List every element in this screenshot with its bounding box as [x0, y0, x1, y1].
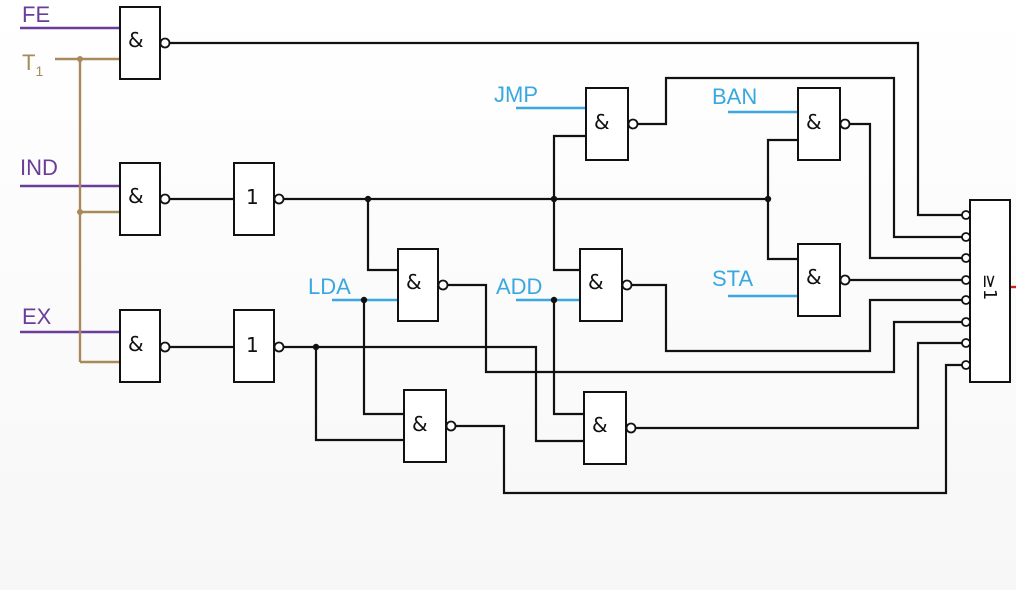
gate-body: [969, 199, 1011, 383]
gate-body: [585, 87, 629, 161]
fe-label: FE: [22, 2, 50, 27]
and-symbol: &: [406, 270, 422, 294]
or-gate-ex: 1: [233, 309, 285, 383]
junction-dot: [764, 195, 772, 203]
inverter-bubble: [839, 274, 851, 286]
add-label: ADD: [496, 274, 542, 299]
or-symbol: 1: [246, 333, 259, 357]
gate-body: [797, 243, 841, 317]
and-gate-ban: &: [797, 87, 851, 161]
wire-lower-left-out: [454, 363, 966, 495]
wire-fe-out: [168, 41, 966, 217]
or-gate-ind: 1: [233, 162, 285, 236]
and-gate-sta: &: [797, 243, 851, 317]
t1-label-sub: 1: [35, 63, 43, 79]
gate-body: [403, 389, 447, 463]
junction-dot: [312, 343, 320, 351]
and-symbol: &: [128, 332, 144, 356]
inverter-bubble: [625, 422, 637, 434]
and-symbol: &: [588, 270, 604, 294]
and-symbol: &: [592, 413, 608, 437]
wire-lda-down: [362, 300, 406, 416]
output-or-gate: ≥1: [961, 199, 1011, 383]
wire-add-down: [552, 300, 584, 416]
and-gate-lower-left: &: [403, 389, 457, 463]
wire-ind-to-ban: [766, 138, 798, 199]
input-bubble: [961, 210, 971, 220]
junction-dots: [312, 195, 772, 351]
t1-junction: [77, 209, 83, 215]
and-gate-jmp: &: [585, 87, 639, 161]
and-gate-fe: &: [119, 6, 171, 80]
internal-wires: [168, 41, 1016, 495]
or-symbol: 1: [246, 185, 259, 209]
input-bubble: [961, 338, 971, 348]
wire-add-out: [630, 283, 966, 353]
ex-label: EX: [22, 304, 52, 329]
jmp-label: JMP: [494, 82, 538, 107]
inverter-bubble: [159, 37, 171, 49]
and-symbol: &: [806, 110, 822, 134]
wire-ind-to-add: [552, 199, 580, 272]
wire-lower-right-out: [634, 341, 966, 430]
and-symbol: &: [594, 110, 610, 134]
ind-label: IND: [20, 155, 58, 180]
wire-ex-bus: [282, 345, 406, 442]
inverter-bubble: [445, 420, 457, 432]
input-bubble: [961, 360, 971, 370]
input-bubble: [961, 253, 971, 263]
inverter-bubble: [273, 193, 285, 205]
wire-ban-out: [848, 122, 966, 260]
wire-ex-to-lower: [316, 345, 584, 443]
t1-label-main: T: [22, 50, 35, 75]
gate-body: [119, 309, 161, 383]
input-bubble: [961, 317, 971, 327]
junction-dot: [550, 195, 558, 203]
wire-lda-out: [446, 283, 966, 374]
inverter-bubble: [159, 341, 171, 353]
gate-body: [233, 309, 275, 383]
input-bubble: [961, 295, 971, 305]
gate-body: [797, 87, 841, 161]
ban-label: BAN: [712, 84, 757, 109]
inverter-bubble: [621, 279, 633, 291]
gate-body: [119, 162, 161, 236]
and-gate-lda: &: [397, 248, 449, 322]
lda-label: LDA: [308, 274, 351, 299]
and-gate-ex: &: [119, 309, 171, 383]
and-gate-ind: &: [119, 162, 171, 236]
and-gate-add: &: [579, 248, 633, 322]
junction-dot: [364, 195, 372, 203]
wire-ind-to-lda: [366, 199, 398, 272]
and-symbol: &: [128, 28, 144, 52]
junction-dot: [360, 296, 368, 304]
input-bubble: [961, 232, 971, 242]
input-bubble: [961, 275, 971, 285]
input-lines: [20, 26, 120, 364]
inverter-bubble: [839, 118, 851, 130]
and-symbol: &: [806, 265, 822, 289]
gate-body: [119, 6, 161, 80]
junction-dot: [550, 296, 558, 304]
inverter-bubble: [627, 118, 639, 130]
and-gate-lower-right: &: [583, 391, 637, 465]
inverter-bubble: [273, 341, 285, 353]
t1-junction: [77, 56, 83, 62]
sta-label: STA: [712, 266, 753, 291]
and-symbol: &: [412, 412, 428, 436]
and-symbol: &: [128, 184, 144, 208]
t1-label: T1: [22, 50, 43, 79]
gate-body: [233, 162, 275, 236]
wire-ind-to-sta: [766, 199, 798, 261]
or-symbol: ≥1: [979, 274, 1000, 301]
wire-ind-to-jmp: [552, 134, 586, 199]
inverter-bubble: [159, 193, 171, 205]
inverter-bubble: [437, 279, 449, 291]
wire-jmp-out: [636, 76, 966, 239]
